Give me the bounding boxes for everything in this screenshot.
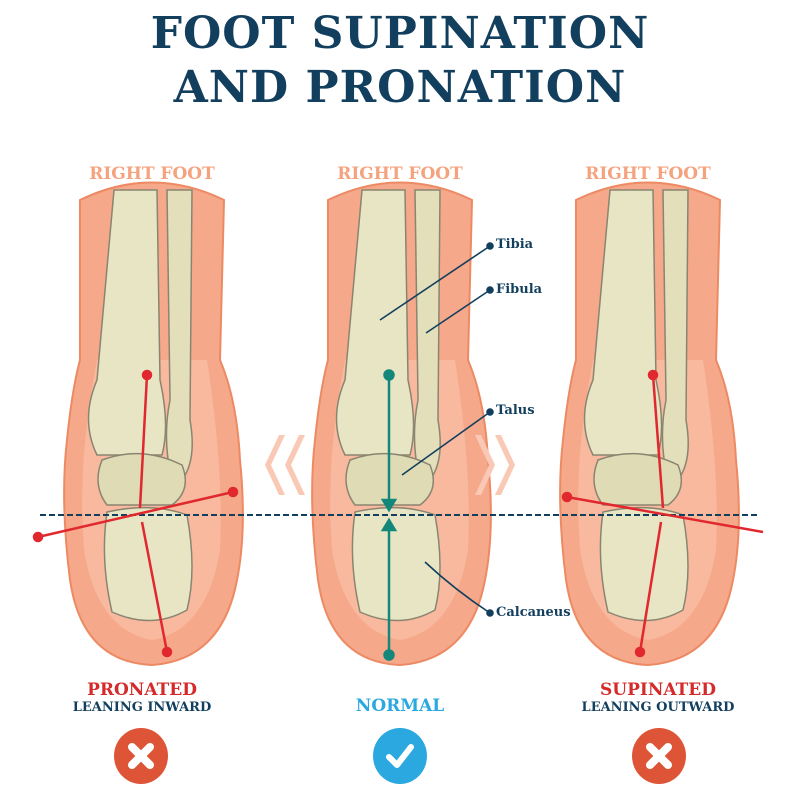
status-pronated: PRONATED LEANING INWARD	[22, 680, 262, 716]
title-line-1: FOOT SUPINATION	[150, 8, 650, 59]
foot-label-supinated: RIGHT FOOT	[585, 164, 711, 184]
normal-axis	[380, 369, 398, 661]
status-description: LEANING INWARD	[72, 700, 212, 715]
label-calcaneus: Calcaneus	[496, 605, 571, 620]
status-supinated: SUPINATED LEANING OUTWARD	[538, 680, 778, 716]
label-talus: Talus	[496, 403, 535, 418]
foot-label-normal: RIGHT FOOT	[337, 164, 463, 184]
foot-normal	[311, 181, 492, 666]
anatomy-leader-lines	[379, 242, 494, 617]
title-line-2: AND PRONATION	[173, 62, 627, 113]
chevrons-left	[265, 435, 305, 495]
status-title: SUPINATED	[600, 680, 716, 700]
label-tibia: Tibia	[496, 237, 534, 252]
supinated-axis	[561, 369, 764, 658]
pronated-axis	[32, 369, 239, 658]
foot-pronated	[63, 181, 244, 666]
status-title: PRONATED	[87, 680, 197, 700]
status-title: NORMAL	[355, 696, 445, 716]
cross-icon	[632, 728, 686, 784]
foot-label-pronated: RIGHT FOOT	[89, 164, 215, 184]
label-fibula: Fibula	[496, 282, 543, 297]
cross-icon	[114, 728, 168, 784]
status-normal: NORMAL	[280, 696, 520, 716]
checkmark-icon	[373, 728, 427, 784]
status-description: LEANING OUTWARD	[581, 700, 735, 715]
